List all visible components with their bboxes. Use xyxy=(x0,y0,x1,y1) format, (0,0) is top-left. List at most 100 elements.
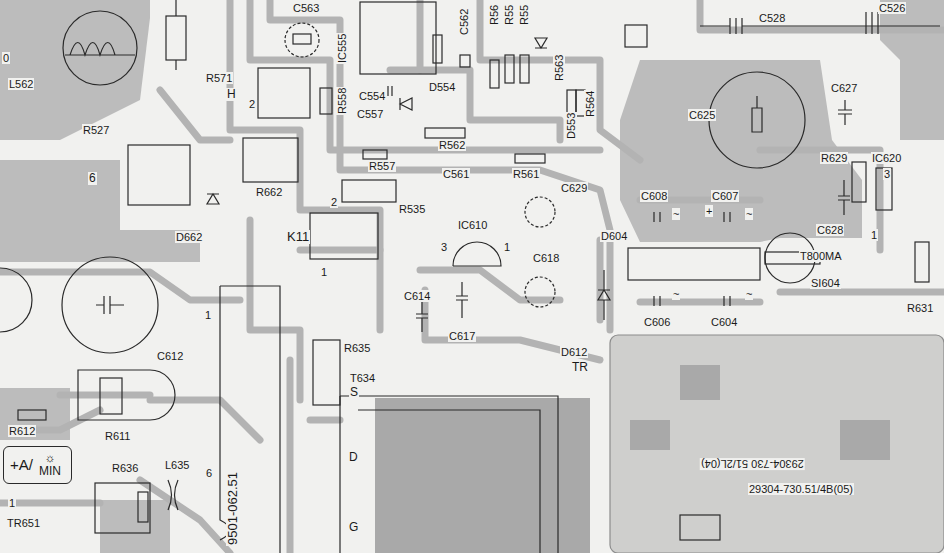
part-label: 1 xyxy=(320,266,328,278)
part-label: C528 xyxy=(758,12,786,24)
part-label: 29304-730 51/2L(04) xyxy=(700,458,805,470)
component-outline xyxy=(62,257,158,353)
component-outline xyxy=(175,0,176,16)
component-outline xyxy=(293,34,311,44)
part-label: R629 xyxy=(820,152,848,164)
part-label: C554 xyxy=(358,90,386,102)
part-label: 9501-062.51 xyxy=(226,471,240,546)
copper-trace xyxy=(250,0,600,150)
component-outline xyxy=(100,378,122,414)
part-label: T800MA xyxy=(799,250,843,262)
part-label: C562 xyxy=(458,8,470,36)
component-outline xyxy=(505,55,514,83)
part-label: R561 xyxy=(512,168,540,180)
component-outline xyxy=(453,242,501,266)
part-label: T634 xyxy=(349,372,376,384)
component-outline xyxy=(838,180,850,215)
component-outline xyxy=(168,480,178,510)
component-outline xyxy=(628,248,760,280)
component-outline xyxy=(65,43,135,56)
copper-pour xyxy=(0,0,150,140)
copper-pour xyxy=(840,420,890,460)
part-label: D xyxy=(348,451,359,464)
part-label: ~ xyxy=(745,208,753,220)
part-label: S xyxy=(349,386,359,399)
part-label: IC555 xyxy=(336,33,348,64)
copper-trace xyxy=(390,70,560,140)
component-outline xyxy=(313,340,340,405)
component-outline xyxy=(310,213,378,259)
copper-trace xyxy=(425,290,600,360)
component-outline xyxy=(876,168,892,210)
part-label: C629 xyxy=(560,182,588,194)
component-outline xyxy=(363,150,387,159)
component-outline xyxy=(175,60,176,70)
part-label: 2 xyxy=(248,98,256,110)
copper-pour xyxy=(680,365,720,400)
component-outline xyxy=(220,286,280,553)
component-outline xyxy=(515,154,545,163)
part-label: 1 xyxy=(870,229,878,241)
part-label: R612 xyxy=(8,425,36,437)
component-outline xyxy=(490,60,499,88)
part-label: C606 xyxy=(643,316,671,328)
component-outline xyxy=(342,180,396,202)
component-outline xyxy=(700,18,940,34)
part-label: 1 xyxy=(204,309,212,321)
copper-trace xyxy=(480,0,640,160)
component-outline xyxy=(95,483,150,533)
component-outline xyxy=(654,212,730,306)
component-outline xyxy=(138,492,148,522)
component-outline xyxy=(416,300,428,332)
node-text: +A/ xyxy=(10,457,33,473)
part-label: R564 xyxy=(584,90,596,118)
part-label: R563 xyxy=(553,54,565,82)
control-box: +A/ ☼ MIN xyxy=(3,446,72,484)
part-label: C561 xyxy=(442,168,470,180)
part-label: G xyxy=(348,521,359,534)
copper-trace xyxy=(0,272,240,300)
part-label: + xyxy=(705,205,713,217)
copper-trace xyxy=(160,90,230,140)
part-label: TR651 xyxy=(6,517,41,529)
component-outline xyxy=(525,197,555,227)
component-outline xyxy=(320,88,332,114)
part-label: 6 xyxy=(88,172,97,185)
part-label: 1 xyxy=(503,241,511,253)
copper-trace xyxy=(300,247,380,254)
copper-trace xyxy=(640,299,760,306)
part-label: L635 xyxy=(164,459,190,471)
component-outline xyxy=(0,268,32,332)
part-label: C628 xyxy=(816,224,844,236)
component-outline xyxy=(78,370,175,420)
part-label: IC620 xyxy=(871,152,902,164)
part-label: C563 xyxy=(292,2,320,14)
part-label: H xyxy=(226,88,237,101)
component-outline xyxy=(852,162,866,202)
part-label: C627 xyxy=(830,82,858,94)
part-label: C526 xyxy=(878,2,906,14)
copper-trace xyxy=(150,400,260,440)
part-label: R527 xyxy=(82,124,110,136)
component-outline xyxy=(400,98,412,110)
component-outline xyxy=(18,410,46,420)
part-label: R636 xyxy=(111,462,139,474)
component-outline xyxy=(709,72,805,168)
part-label: ~ xyxy=(745,288,753,300)
component-outline xyxy=(598,270,610,320)
part-label: D612 xyxy=(560,346,588,358)
part-label: IC610 xyxy=(457,219,488,231)
copper-trace xyxy=(287,360,294,553)
component-outline xyxy=(166,16,186,60)
component-outline xyxy=(243,138,298,182)
component-outline xyxy=(207,194,219,204)
part-label: 3 xyxy=(883,168,891,180)
part-label: D662 xyxy=(175,231,203,243)
component-outline xyxy=(433,35,442,63)
node-text: ☼ MIN xyxy=(39,452,61,477)
component-outline xyxy=(456,282,468,318)
